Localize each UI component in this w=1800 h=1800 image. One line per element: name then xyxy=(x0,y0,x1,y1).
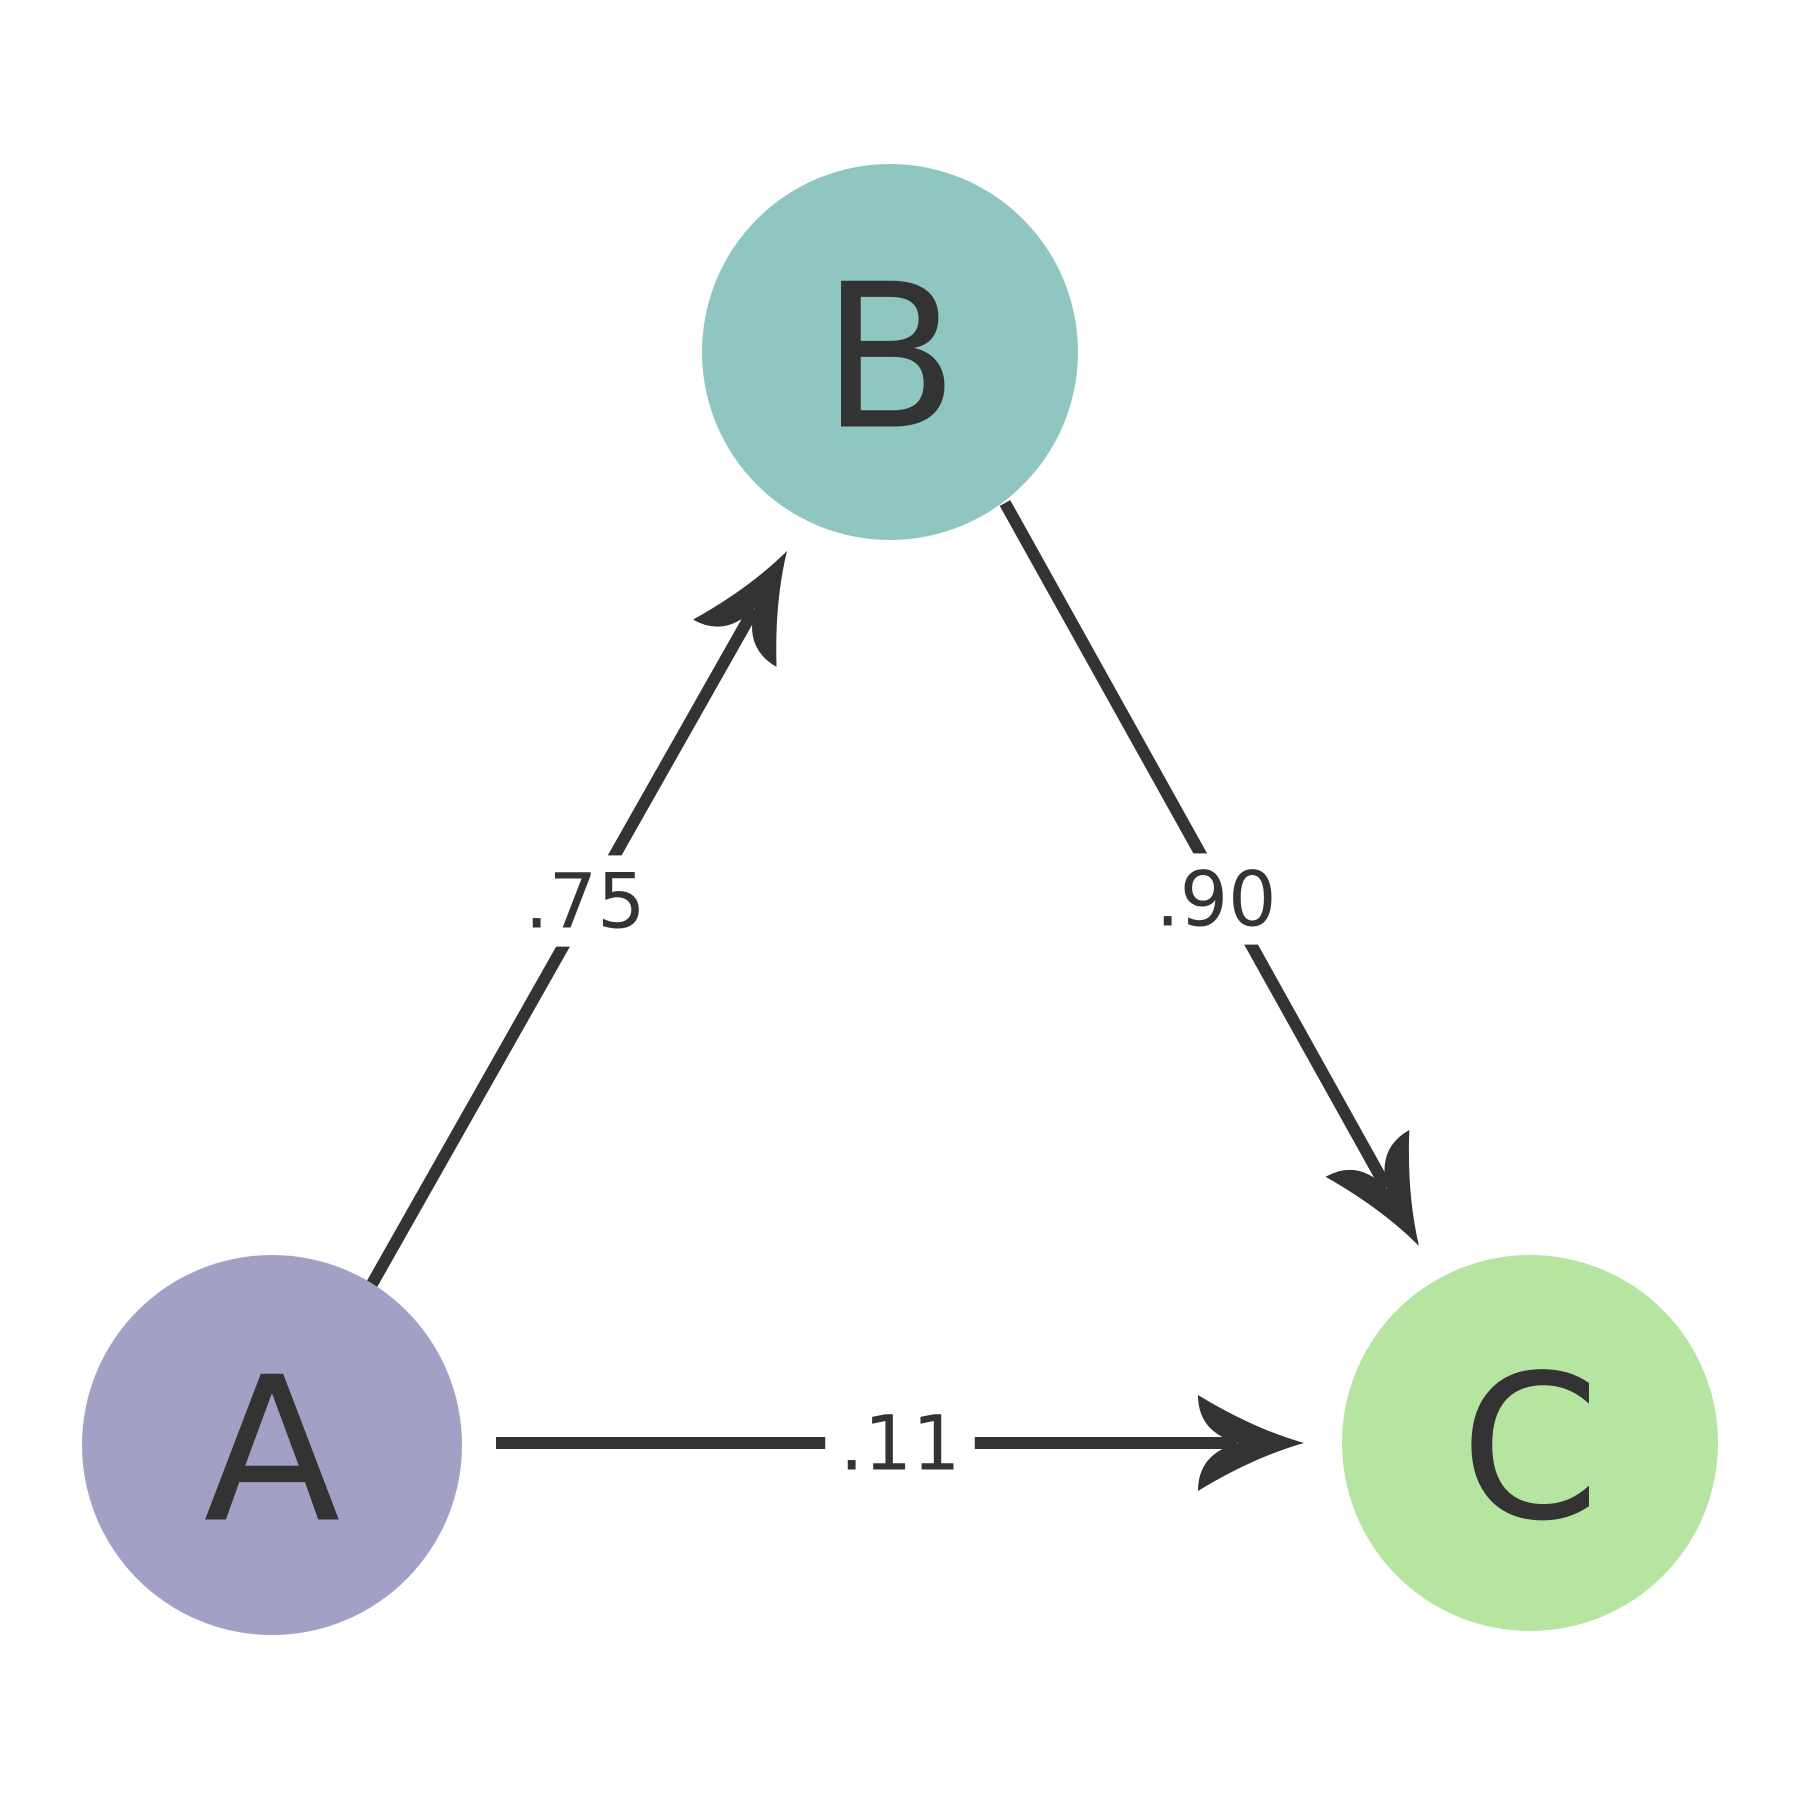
edge-weight-text: .75 xyxy=(525,857,646,946)
edge-label-backdrop xyxy=(825,1397,975,1489)
edge-label-a-b: .75 xyxy=(510,855,660,947)
nodes-layer: A B C xyxy=(82,164,1718,1635)
edge-weight-text: .90 xyxy=(1156,855,1277,944)
node-c[interactable]: C xyxy=(1342,1255,1718,1631)
edge-b-c[interactable] xyxy=(999,500,1419,1246)
edge-weight-text: .11 xyxy=(840,1399,961,1488)
arrowhead-b-c-icon xyxy=(1325,1130,1419,1246)
edge-label-backdrop xyxy=(510,855,660,947)
edge-label-a-c: .11 xyxy=(825,1397,975,1489)
arrowhead-a-c-icon xyxy=(1198,1395,1304,1491)
edge-labels-layer: .75 .90 .11 xyxy=(510,853,1291,1489)
node-label-c: C xyxy=(1460,1333,1600,1566)
node-label-b: B xyxy=(821,242,958,475)
edge-label-b-c: .90 xyxy=(1141,853,1291,945)
node-circle-c[interactable] xyxy=(1342,1255,1718,1631)
arrowhead-a-b-icon xyxy=(693,551,787,667)
edge-label-backdrop xyxy=(1141,853,1291,945)
edge-shaft-b-c xyxy=(999,500,1392,1191)
edge-a-b[interactable] xyxy=(366,551,787,1287)
node-a[interactable]: A xyxy=(82,1255,462,1635)
node-b[interactable]: B xyxy=(702,164,1078,540)
node-label-a: A xyxy=(204,1335,341,1568)
edge-shaft-a-b xyxy=(366,606,760,1287)
node-circle-b[interactable] xyxy=(702,164,1078,540)
node-circle-a[interactable] xyxy=(82,1255,462,1635)
edges-layer xyxy=(366,500,1419,1491)
